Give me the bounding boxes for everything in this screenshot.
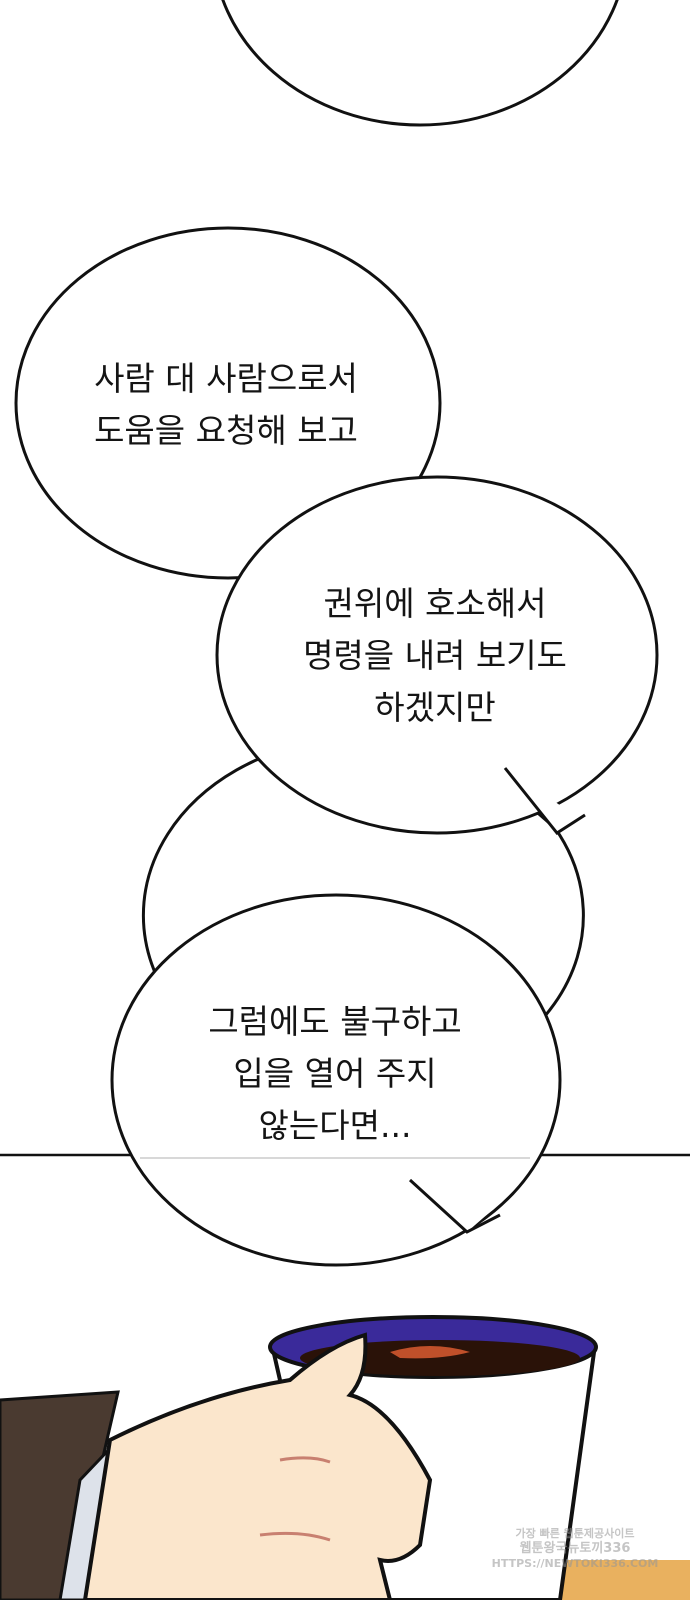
sleeve	[0, 1390, 120, 1600]
dialogue-line: 권위에 호소해서	[323, 584, 547, 623]
hand	[82, 1332, 433, 1600]
dialogue-line: 그럼에도 불구하고	[208, 1002, 462, 1041]
dialogue-line: 않는다면...	[258, 1106, 412, 1145]
dialogue-line: 명령을 내려 보기도	[303, 636, 567, 675]
watermark-line: 가장 빠른 웹툰제공사이트	[515, 1527, 635, 1540]
bubble-3-text: 그럼에도 불구하고 입을 열어 주지 않는다면...	[208, 996, 461, 1152]
coffee	[300, 1340, 580, 1376]
speech-bubble-1	[14, 226, 442, 580]
watermark-line: 웹툰왕국뉴토끼336	[519, 1541, 631, 1556]
bubble-2-text: 권위에 호소해서 명령을 내려 보기도 하겠지만	[303, 578, 567, 734]
dialogue-line: 사람 대 사람으로서	[94, 359, 358, 398]
dialogue-line: 도움을 요청해 보고	[94, 411, 358, 450]
watermark: 가장 빠른 웹툰제공사이트 웹툰왕국뉴토끼336 HTTPS://NEWTOKI…	[492, 1527, 659, 1571]
dialogue-line: 입을 열어 주지	[233, 1054, 437, 1093]
speech-bubble-3	[110, 893, 562, 1267]
table	[560, 1560, 690, 1600]
watermark-line: HTTPS://NEWTOKI336.COM	[491, 1557, 659, 1570]
speech-bubble-top	[221, 0, 619, 127]
bubble-1-text: 사람 대 사람으로서 도움을 요청해 보고	[94, 353, 358, 457]
dialogue-line: 하겠지만	[374, 688, 496, 727]
